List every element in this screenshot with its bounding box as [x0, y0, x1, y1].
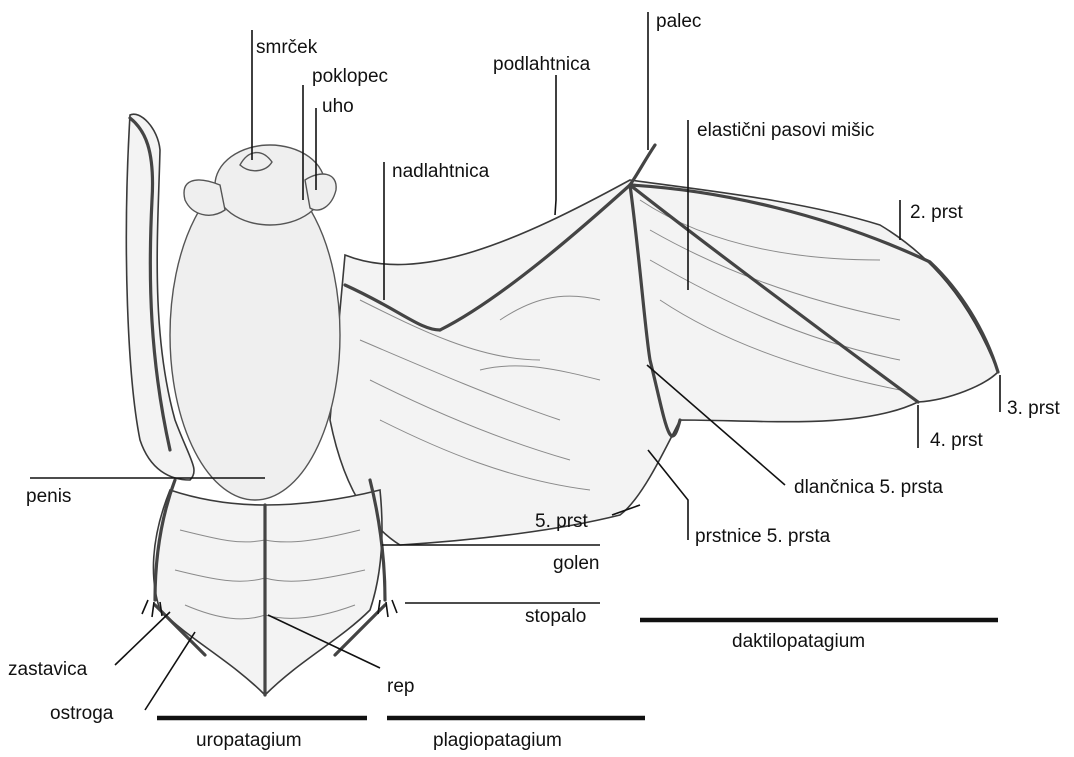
label-palec: palec — [656, 11, 701, 32]
ostroga-leader — [145, 632, 195, 710]
label-prstnice: prstnice 5. prsta — [695, 526, 831, 547]
zastavica-leader — [115, 612, 170, 665]
label-nadlahtnica: nadlahtnica — [392, 161, 490, 182]
label-smrcek: smrček — [256, 37, 318, 58]
label-podlahtnica: podlahtnica — [493, 54, 591, 75]
label-elasticni: elastični pasovi mišic — [697, 120, 874, 141]
label-plagiopatagium: plagiopatagium — [433, 730, 562, 751]
label-uropatagium: uropatagium — [196, 730, 302, 751]
label-uho: uho — [322, 96, 354, 117]
label-stopalo: stopalo — [525, 606, 586, 627]
label-prst4: 4. prst — [930, 430, 984, 451]
label-poklopec: poklopec — [312, 66, 388, 87]
right-ear — [305, 174, 336, 210]
left-ear — [184, 180, 225, 215]
label-dlancnica: dlančnica 5. prsta — [794, 477, 943, 498]
tail-membrane — [153, 490, 382, 695]
label-daktilopatagium: daktilopatagium — [732, 631, 865, 652]
label-zastavica: zastavica — [8, 659, 88, 680]
label-prst2: 2. prst — [910, 202, 964, 223]
label-rep: rep — [387, 676, 414, 697]
label-ostroga: ostroga — [50, 703, 114, 724]
label-penis: penis — [26, 486, 71, 507]
label-golen: golen — [553, 553, 600, 574]
label-prst5: 5. prst — [535, 511, 589, 532]
podlahtnica-leader — [555, 75, 556, 215]
label-prst3: 3. prst — [1007, 398, 1061, 419]
